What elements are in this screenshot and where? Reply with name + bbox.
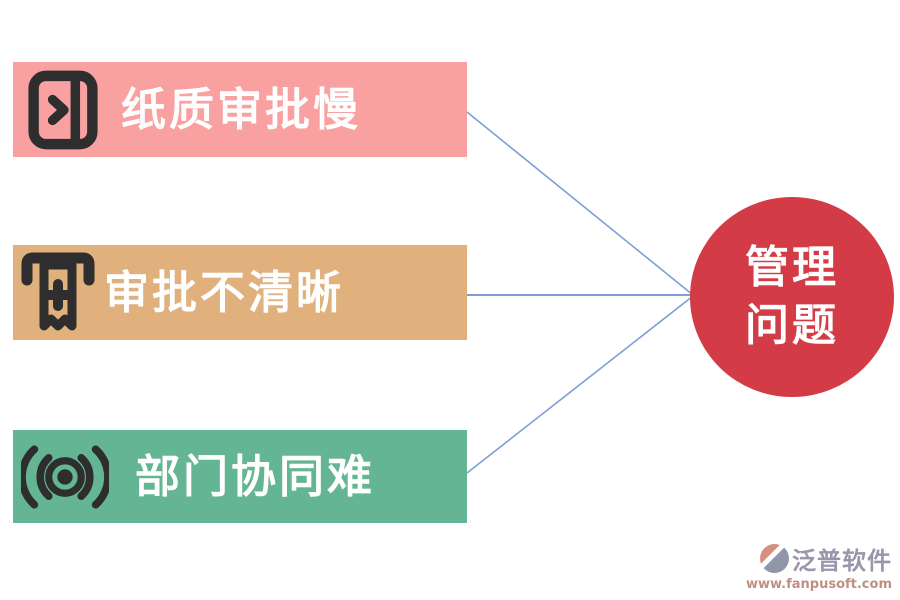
center-node-label-line1: 管理 bbox=[745, 241, 839, 293]
watermark-brand: 泛普软件 bbox=[792, 547, 892, 575]
cause-item-approval-unclear: 审批不清晰 bbox=[13, 245, 467, 340]
center-node-management-problem: 管理 问题 bbox=[690, 197, 894, 397]
connector-line-top bbox=[466, 111, 694, 296]
watermark-url: www.fanpusoft.com bbox=[745, 577, 892, 592]
cause-item-paper-approval-slow: 纸质审批慢 bbox=[13, 62, 467, 157]
door-exit-icon bbox=[27, 69, 99, 151]
watermark: 泛普软件 www.fanpusoft.com bbox=[746, 541, 892, 592]
broadcast-icon bbox=[21, 443, 109, 511]
cause-item-collaboration-difficult: 部门协同难 bbox=[13, 430, 467, 523]
connector-line-bottom bbox=[466, 295, 694, 474]
cause-label: 审批不清晰 bbox=[104, 266, 345, 319]
receipt-icon bbox=[18, 249, 98, 337]
fanpu-logo-icon bbox=[760, 544, 789, 573]
cause-label: 纸质审批慢 bbox=[121, 83, 362, 136]
cause-label: 部门协同难 bbox=[135, 450, 376, 503]
center-node-label-line2: 问题 bbox=[745, 300, 839, 351]
